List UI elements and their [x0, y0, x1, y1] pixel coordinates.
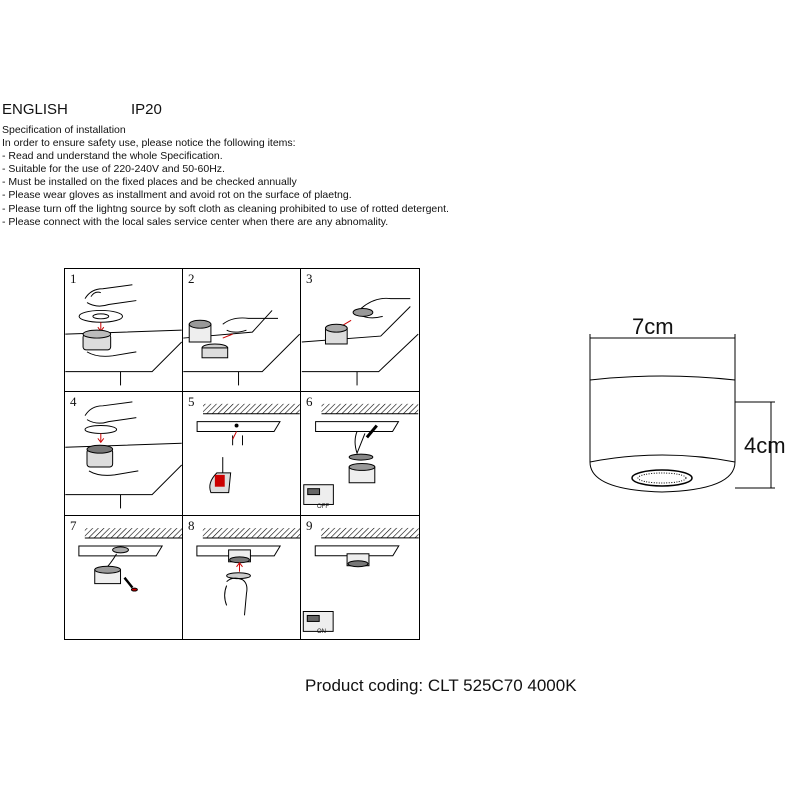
switch-off-label: OFF: [317, 504, 329, 511]
specification-text: Specification of installation In order t…: [2, 124, 522, 229]
step-4: 4: [65, 392, 183, 516]
spec-line: - Please connect with the local sales se…: [2, 215, 389, 228]
fixture-outline: [589, 375, 736, 493]
spec-line: Specification of installation: [2, 124, 126, 136]
language-label: ENGLISH: [2, 101, 68, 118]
step-number: 8: [188, 517, 195, 533]
step-number: 1: [70, 271, 77, 286]
height-label: 4cm: [744, 433, 786, 458]
step-number: 4: [70, 394, 77, 410]
spec-line: - Please turn off the lightng source by …: [2, 202, 449, 215]
step-5: 5: [183, 392, 301, 516]
hand-separate-fixture-icon: [183, 310, 300, 386]
hand-remove-ring-icon: [65, 284, 182, 386]
drill-ceiling-icon: [196, 404, 300, 494]
spec-line: - Must be installed on the fixed places …: [2, 176, 297, 189]
installed-fixture-icon: [302, 527, 419, 632]
step-number: 6: [306, 394, 313, 410]
step-number: 9: [306, 517, 313, 533]
hand-lift-module-icon: [301, 297, 419, 386]
spec-line: In order to ensure safety use, please no…: [2, 137, 296, 150]
hand-remove-cover-icon: [65, 401, 182, 509]
switch-on-label: ON: [317, 628, 326, 635]
step-8: 8: [183, 515, 301, 639]
step-1: 1: [65, 269, 183, 393]
step-3: 3: [301, 269, 419, 393]
ip-rating-label: IP20: [131, 101, 162, 118]
dimension-drawing: [589, 334, 775, 493]
spec-line: - Suitable for the use of 220-240V and 5…: [2, 163, 225, 176]
width-label: 7cm: [632, 314, 674, 339]
step-number: 5: [188, 394, 195, 410]
step-2: 2: [183, 269, 301, 393]
spec-line: - Please wear gloves as installment and …: [2, 189, 352, 202]
wire-connection-icon: [303, 404, 419, 506]
spec-line: - Read and understand the whole Specific…: [2, 150, 223, 163]
attach-cover-icon: [196, 527, 300, 616]
step-number: 2: [188, 271, 195, 286]
step-number: 3: [306, 271, 313, 286]
installation-steps-grid: 1 2 3: [64, 268, 420, 640]
step-6: 6 OFF: [301, 392, 419, 516]
mount-base-icon: [78, 527, 182, 592]
step-number: 7: [70, 517, 77, 533]
product-coding: Product coding: CLT 525C70 4000K: [305, 676, 577, 695]
step-7: 7: [65, 515, 183, 639]
step-9: 9 ON: [301, 516, 419, 639]
